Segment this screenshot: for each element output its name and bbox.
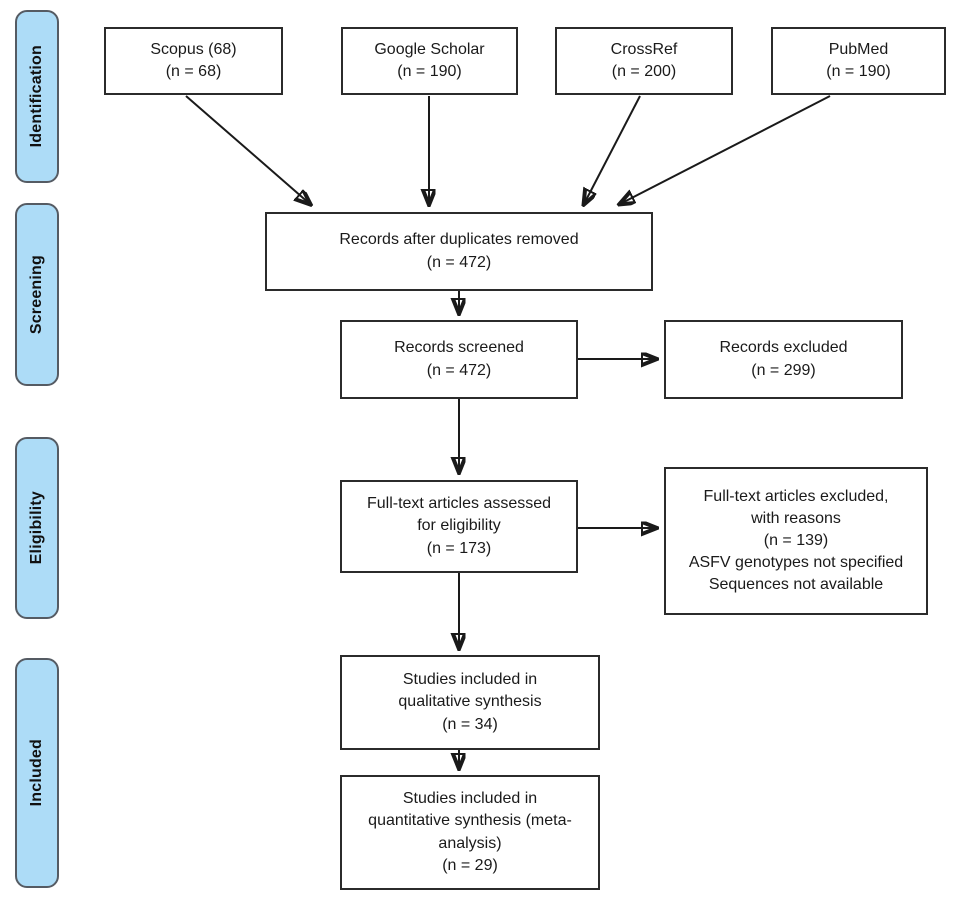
fulltext-assessed-line-1: Full-text articles assessed [366, 495, 552, 513]
fulltext-excluded-reason-2: Sequences not available [708, 576, 884, 594]
fulltext-excluded-reason-1: ASFV genotypes not specified [688, 554, 904, 572]
node-source-pubmed: PubMed (n = 190) [771, 27, 946, 95]
stage-label-identification: Identification [28, 45, 45, 148]
arrow-pubmed-to-duplicates [620, 95, 831, 204]
arrow-crossref-to-duplicates [584, 95, 641, 204]
source-count-scopus: (n = 68) [165, 63, 222, 80]
node-fulltext-excluded: Full-text articles excluded, with reason… [664, 467, 928, 615]
source-name-crossref: CrossRef [610, 40, 678, 58]
qualitative-synthesis-count: (n = 34) [442, 715, 498, 733]
quantitative-synthesis-count: (n = 29) [442, 856, 498, 874]
quantitative-synthesis-line-1: Studies included in [402, 790, 538, 808]
qualitative-synthesis-line-1: Studies included in [402, 671, 538, 689]
node-records-excluded: Records excluded (n = 299) [664, 320, 903, 399]
qualitative-synthesis-line-2: qualitative synthesis [398, 693, 542, 711]
quantitative-synthesis-line-3: analysis) [438, 834, 502, 852]
stage-pill-identification: Identification [15, 10, 59, 183]
node-source-scopus: Scopus (68) (n = 68) [104, 27, 283, 95]
records-excluded-count: (n = 299) [751, 361, 816, 379]
records-excluded-title: Records excluded [719, 339, 848, 357]
duplicates-removed-title: Records after duplicates removed [339, 231, 579, 249]
records-screened-title: Records screened [394, 339, 524, 357]
source-count-pubmed: (n = 190) [826, 63, 891, 80]
source-name-google-scholar: Google Scholar [374, 40, 485, 58]
fulltext-assessed-line-2: for eligibility [417, 517, 501, 535]
duplicates-removed-count: (n = 472) [426, 253, 492, 271]
records-screened-count: (n = 472) [426, 361, 492, 379]
node-quantitative-synthesis: Studies included in quantitative synthes… [340, 775, 600, 890]
fulltext-assessed-count: (n = 173) [426, 539, 492, 557]
node-duplicates-removed: Records after duplicates removed (n = 47… [265, 212, 653, 291]
fulltext-excluded-line-1: Full-text articles excluded, [703, 487, 889, 505]
fulltext-excluded-count: (n = 139) [763, 531, 829, 549]
stage-pill-included: Included [15, 658, 59, 888]
stage-pill-eligibility: Eligibility [15, 437, 59, 619]
stage-label-screening: Screening [28, 254, 45, 335]
stage-label-eligibility: Eligibility [28, 491, 45, 565]
stage-label-included: Included [28, 739, 45, 807]
source-count-crossref: (n = 200) [611, 63, 677, 80]
source-name-scopus: Scopus (68) [150, 40, 237, 58]
arrow-scopus-to-duplicates [185, 95, 310, 204]
node-qualitative-synthesis: Studies included in qualitative synthesi… [340, 655, 600, 750]
fulltext-excluded-line-2: with reasons [751, 509, 841, 527]
source-count-google-scholar: (n = 190) [397, 63, 462, 80]
node-fulltext-assessed: Full-text articles assessed for eligibil… [340, 480, 578, 573]
node-source-crossref: CrossRef (n = 200) [555, 27, 733, 95]
stage-pill-screening: Screening [15, 203, 59, 386]
node-records-screened: Records screened (n = 472) [340, 320, 578, 399]
quantitative-synthesis-line-2: quantitative synthesis (meta- [368, 812, 572, 830]
source-name-pubmed: PubMed [828, 40, 889, 58]
node-source-google-scholar: Google Scholar (n = 190) [341, 27, 518, 95]
